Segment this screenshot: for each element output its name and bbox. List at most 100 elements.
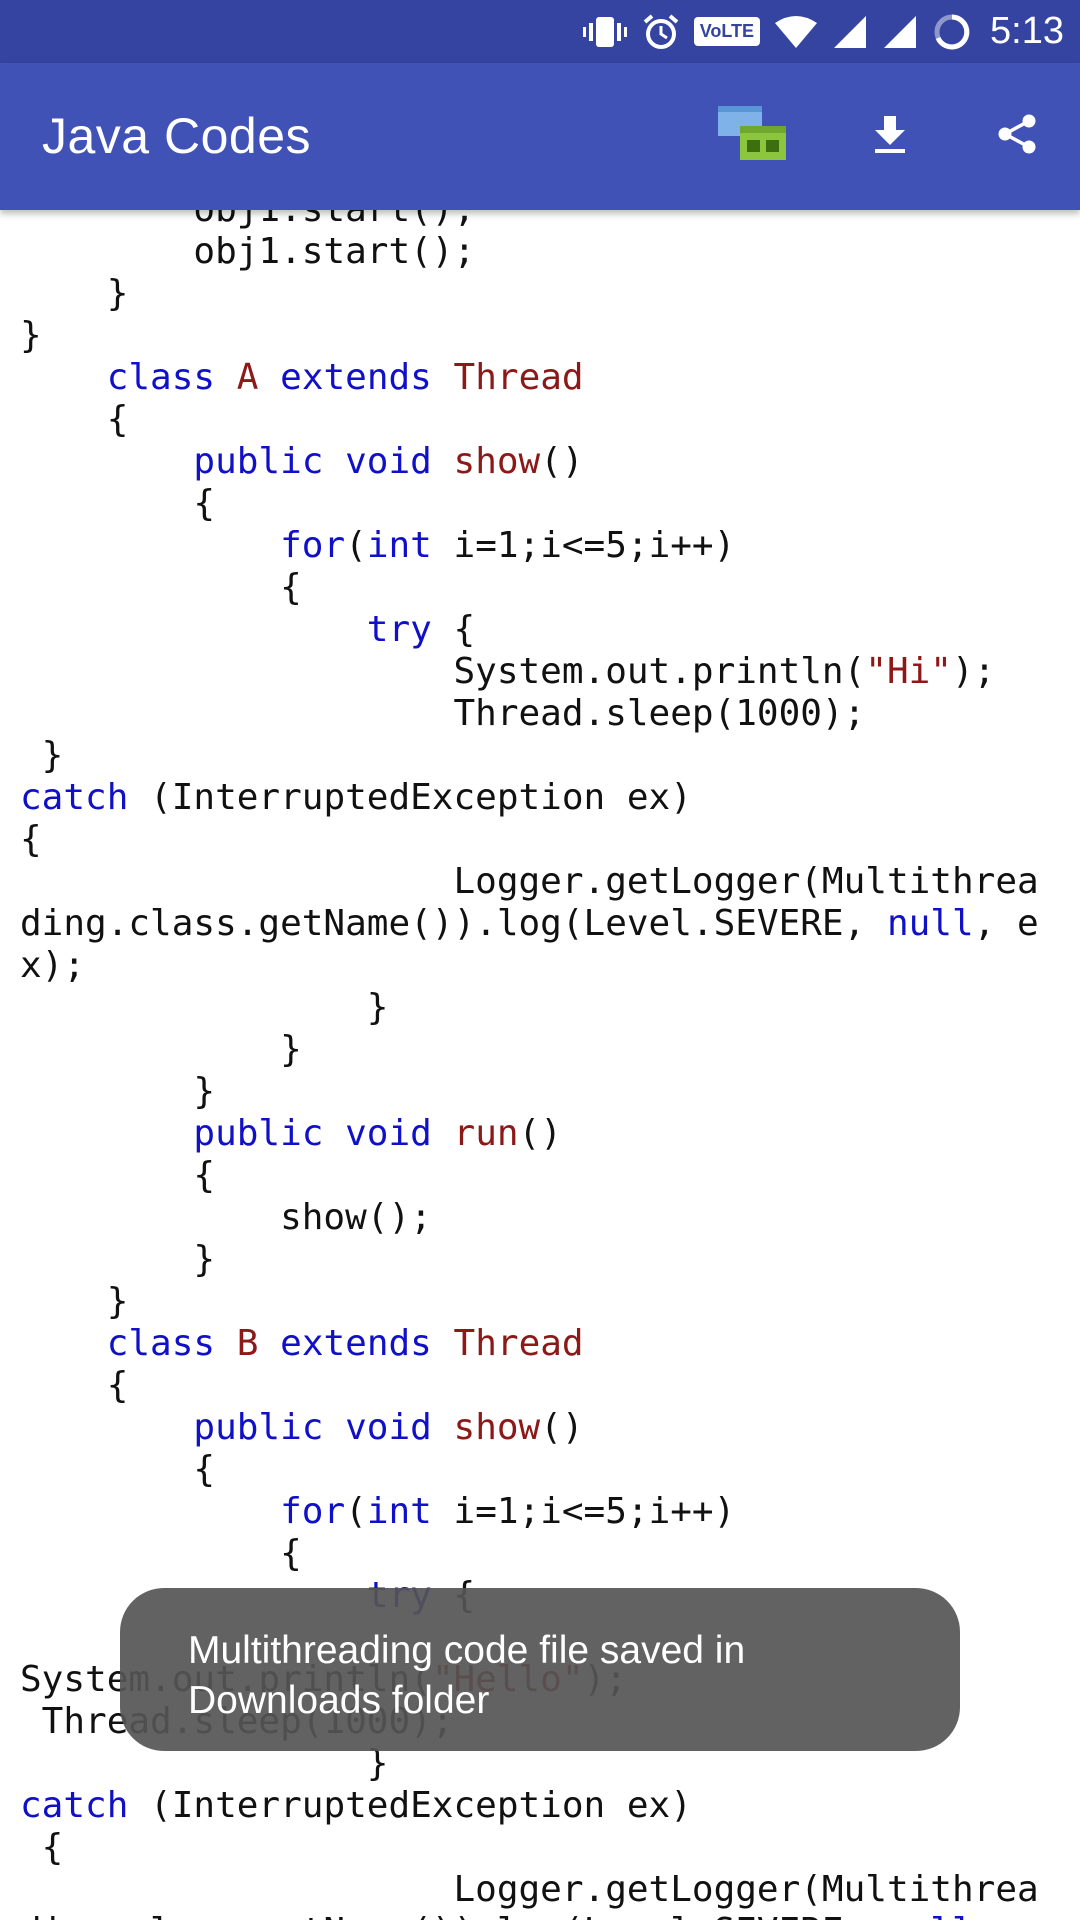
signal-icon [832,14,868,50]
code-token: int [366,525,432,566]
code-token: void [345,1113,432,1154]
share-icon [997,113,1037,159]
code-token: } [20,1281,129,1322]
code-token: void [345,441,432,482]
code-token: { [431,609,476,650]
code-token: { [20,1533,302,1574]
code-token: run [453,1113,519,1154]
code-token: { [20,567,302,608]
code-token: Thread [453,1323,584,1364]
app-bar: Java Codes [0,63,1080,210]
code-token: show(); [20,1197,432,1238]
status-time: 5:13 [990,10,1064,52]
code-token [20,1407,193,1448]
code-line: { [20,1155,215,1196]
code-token: } [20,273,129,314]
toast-message: Multithreading code file saved in Downlo… [188,1629,746,1722]
code-token: (InterruptedException ex) [128,777,692,818]
code-token: } [20,1239,216,1280]
code-token: Thread.sleep(1000); [20,693,866,734]
code-token: { [20,1827,64,1868]
code-token [432,1323,454,1364]
status-icons: VoLTE 5:13 [568,0,1064,63]
code-token: ( [345,1491,367,1532]
code-token [215,357,237,398]
download-button[interactable] [845,91,935,181]
code-token: { [20,1365,129,1406]
code-line: x); [20,945,85,986]
code-token: B [236,1323,259,1364]
code-line: { [20,399,129,440]
code-token [432,357,454,398]
code-line: obj1.start(); [20,210,475,230]
code-token [215,1323,237,1364]
volte-icon: VoLTE [693,17,761,46]
code-token: , e [973,903,1039,944]
code-token [20,525,280,566]
code-token: Logger.getLogger(Multithrea [20,1869,1039,1910]
code-line: } [20,987,389,1028]
code-token: try [366,609,432,650]
code-line: } [20,735,64,776]
code-token [20,1323,107,1364]
code-token: extends [280,357,432,398]
code-line: public void show() [20,1407,583,1448]
code-token: show [453,441,541,482]
code-line: { [20,1365,129,1406]
code-line: { [20,1449,215,1490]
code-token: for [280,525,346,566]
app-title: Java Codes [42,108,312,164]
code-token: A [236,357,259,398]
status-bar: VoLTE 5:13 [0,0,1080,63]
code-token: null [886,903,974,944]
toast: Multithreading code file saved in Downlo… [120,1588,960,1751]
code-token: null [887,1911,974,1920]
code-token [20,1491,280,1532]
code-token [432,441,454,482]
code-line: obj1.start(); [20,231,475,272]
code-token: obj1.start(); [20,210,475,230]
code-line: } [20,315,42,356]
windows-button[interactable] [708,91,798,181]
code-token: public [193,441,324,482]
code-token: public [193,1407,324,1448]
code-token: catch [20,777,129,818]
code-token: } [20,987,389,1028]
code-token: x); [20,945,86,986]
code-token [20,1113,193,1154]
code-line: ding.class.getName()).log(Level.SEVERE, … [20,1911,1039,1920]
code-token: { [20,1449,216,1490]
code-line: { [20,567,302,608]
code-token: ding.class.getName()).log(Level.SEVERE, [20,1911,887,1920]
code-token: for [280,1491,346,1532]
code-token: class [106,1323,216,1364]
code-line: for(int i=1;i<=5;i++) [20,1491,735,1532]
code-token: (InterruptedException ex) [128,1785,692,1826]
code-line: class A extends Thread [20,357,584,398]
code-line: Logger.getLogger(Multithrea [20,861,1038,902]
code-token [258,357,280,398]
code-token: extends [280,1323,432,1364]
code-token [432,1113,454,1154]
code-token: System.out.println( [20,651,866,692]
signal-icon [882,14,918,50]
code-line: catch (InterruptedException ex) [20,1785,692,1826]
alarm-icon [642,13,680,51]
code-token [323,1407,345,1448]
code-token [323,1113,345,1154]
code-line: } [20,1239,215,1280]
code-token: { [20,399,129,440]
code-token: , e [974,1911,1039,1920]
code-token: } [20,1029,302,1070]
code-line: try { [20,609,475,650]
code-token: int [366,1491,432,1532]
code-token [20,441,193,482]
share-button[interactable] [972,91,1062,181]
windows-icon [716,104,790,168]
code-token [20,609,367,650]
code-token: obj1.start(); [20,231,476,272]
code-line: for(int i=1;i<=5;i++) [20,525,735,566]
code-line: Thread.sleep(1000); [20,693,865,734]
code-token: () [540,441,584,482]
code-line: { [20,819,42,860]
